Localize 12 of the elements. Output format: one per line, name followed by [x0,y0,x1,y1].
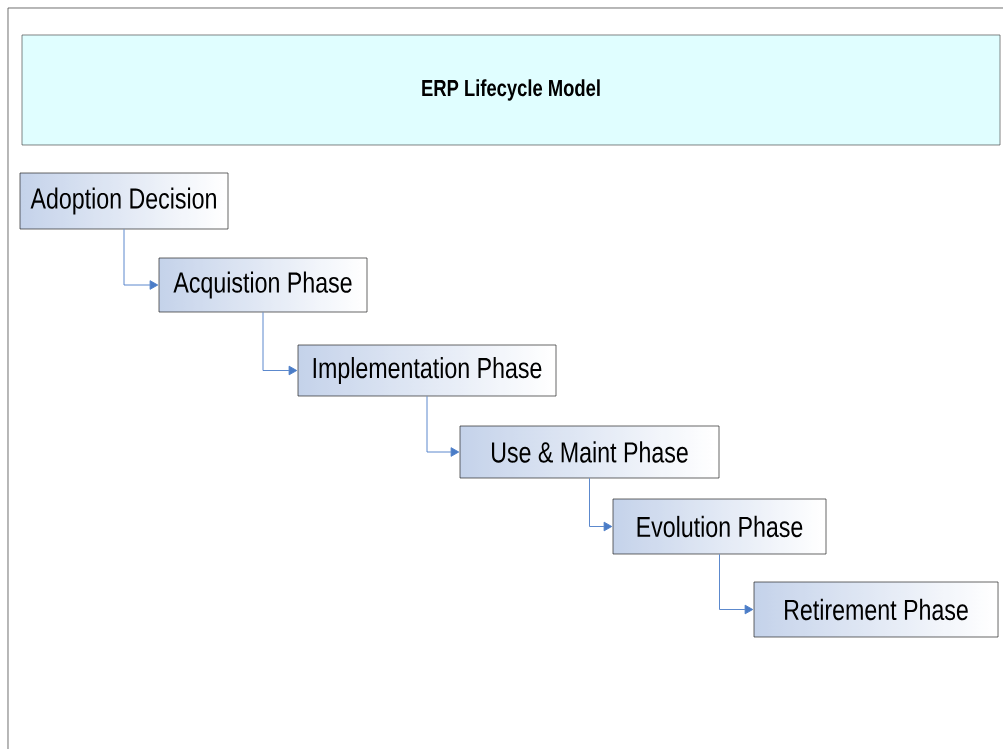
phase-box: Use & Maint Phase [459,425,720,479]
arrow [262,311,298,376]
arrow [123,228,159,290]
arrow [719,553,754,615]
arrow [426,395,460,457]
title-banner: ERP Lifecycle Model [21,34,1001,146]
phase-box: Acquistion Phase [158,257,368,313]
phase-box: Retirement Phase [753,581,999,638]
phase-box: Evolution Phase [612,498,827,555]
phase-box: Implementation Phase [297,344,557,397]
phase-box: Adoption Decision [19,172,229,230]
arrow [589,477,613,532]
